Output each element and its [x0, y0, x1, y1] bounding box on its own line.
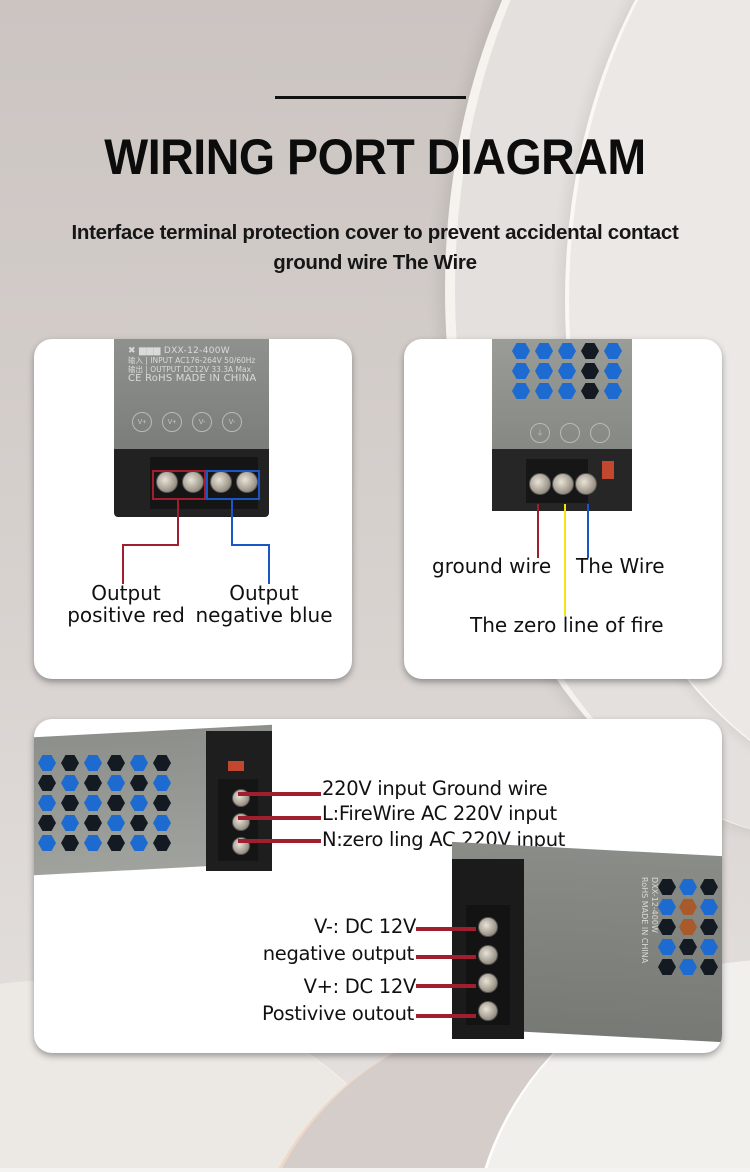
device-input-spec: 输入 | INPUT AC176-264V 50/60Hz: [128, 356, 256, 365]
vent-holes: [38, 755, 171, 851]
red-leader-line: [416, 955, 476, 959]
title-decor-rule: [275, 96, 466, 99]
ground-wire-label: ground wire: [432, 554, 552, 578]
screw-terminal-icon: [478, 1001, 498, 1021]
negative-output-label: negative output: [262, 942, 415, 965]
device-certification: CE RoHS MADE IN CHINA: [128, 373, 257, 384]
screw-terminal-icon: [478, 973, 498, 993]
voltage-switch: [602, 461, 614, 479]
voltage-switch: [228, 761, 244, 771]
input-terminal-block: [206, 731, 272, 871]
output-terminal-card: ✖ ▆▆▆ DXX-12-400W 输入 | INPUT AC176-264V …: [34, 339, 352, 679]
device-model: DXX-12-400W: [163, 346, 230, 356]
negative-highlight-box: [206, 470, 260, 500]
terminal-mark-icon: [590, 423, 610, 443]
brand-logo-icon: ✖ ▆▆▆: [128, 346, 161, 356]
red-leader-line: [122, 544, 179, 546]
blue-leader-line: [587, 504, 589, 558]
screw-terminal-icon: [575, 473, 597, 495]
terminal-mark-icon: [560, 423, 580, 443]
live-wire-label: The Wire: [576, 554, 665, 578]
blue-leader-line: [231, 544, 270, 546]
power-supply-device-image: ✖ ▆▆▆ DXX-12-400W 输入 | INPUT AC176-264V …: [114, 339, 269, 449]
device-nameplate: ✖ ▆▆▆ DXX-12-400W 输入 | INPUT AC176-264V …: [128, 346, 258, 384]
ground-symbol-icon: ⏚: [530, 423, 550, 443]
output-v-minus-label: V-: DC 12V: [314, 915, 416, 938]
red-leader-line: [238, 816, 321, 820]
device-output-spec: 输出 | OUTPUT DC12V 33.3A Max: [128, 365, 252, 374]
screw-terminal-icon: [552, 473, 574, 495]
yellow-leader-line: [564, 504, 566, 616]
device-nameplate: DXX-12-400W RoHS MADE IN CHINA: [539, 877, 659, 1017]
full-wiring-card: 220V input Ground wire L:FireWire AC 220…: [34, 719, 722, 1053]
terminal-mark-icon: V+: [162, 412, 182, 432]
device-certification: RoHS MADE IN CHINA: [640, 877, 649, 964]
device-model: DXX-12-400W: [650, 877, 659, 933]
terminal-mark-icon: V-: [192, 412, 212, 432]
input-terminal-card: ⏚ ground wire The Wire The zero line of …: [404, 339, 722, 679]
red-leader-line: [177, 500, 179, 545]
input-live-label: L:FireWire AC 220V input: [322, 802, 557, 825]
red-leader-line: [238, 792, 321, 796]
screw-terminal-icon: [478, 917, 498, 937]
red-leader-line: [122, 544, 124, 584]
terminal-mark-icon: V+: [132, 412, 152, 432]
red-leader-line: [416, 984, 476, 988]
page-title: WIRING PORT DIAGRAM: [104, 129, 646, 185]
screw-terminal-icon: [478, 945, 498, 965]
terminal-block: [492, 449, 632, 511]
positive-highlight-box: [152, 470, 206, 500]
vent-holes: [512, 343, 622, 399]
blue-leader-line: [268, 544, 270, 584]
red-leader-line: [238, 839, 321, 843]
red-leader-line: [416, 1014, 476, 1018]
output-negative-label: Output negative blue: [195, 581, 333, 627]
red-leader-line: [416, 927, 476, 931]
blue-leader-line: [231, 500, 233, 545]
screw-terminal-icon: [529, 473, 551, 495]
terminal-mark-icon: V-: [222, 412, 242, 432]
red-leader-line: [537, 504, 539, 558]
subtitle-line-2: ground wire The Wire: [273, 251, 477, 274]
page-subtitle: Interface terminal protection cover to p…: [40, 218, 710, 278]
vent-holes: [658, 879, 718, 975]
output-positive-label: Output positive red: [67, 581, 185, 627]
output-v-plus-label: V+: DC 12V: [303, 975, 417, 998]
input-ground-label: 220V input Ground wire: [322, 777, 548, 800]
positive-output-label: Postivive outout: [262, 1002, 414, 1025]
power-supply-device-image: ⏚: [492, 339, 632, 449]
output-terminal-block: [452, 859, 524, 1039]
zero-line-label: The zero line of fire: [470, 613, 664, 637]
subtitle-line-1: Interface terminal protection cover to p…: [71, 221, 679, 244]
